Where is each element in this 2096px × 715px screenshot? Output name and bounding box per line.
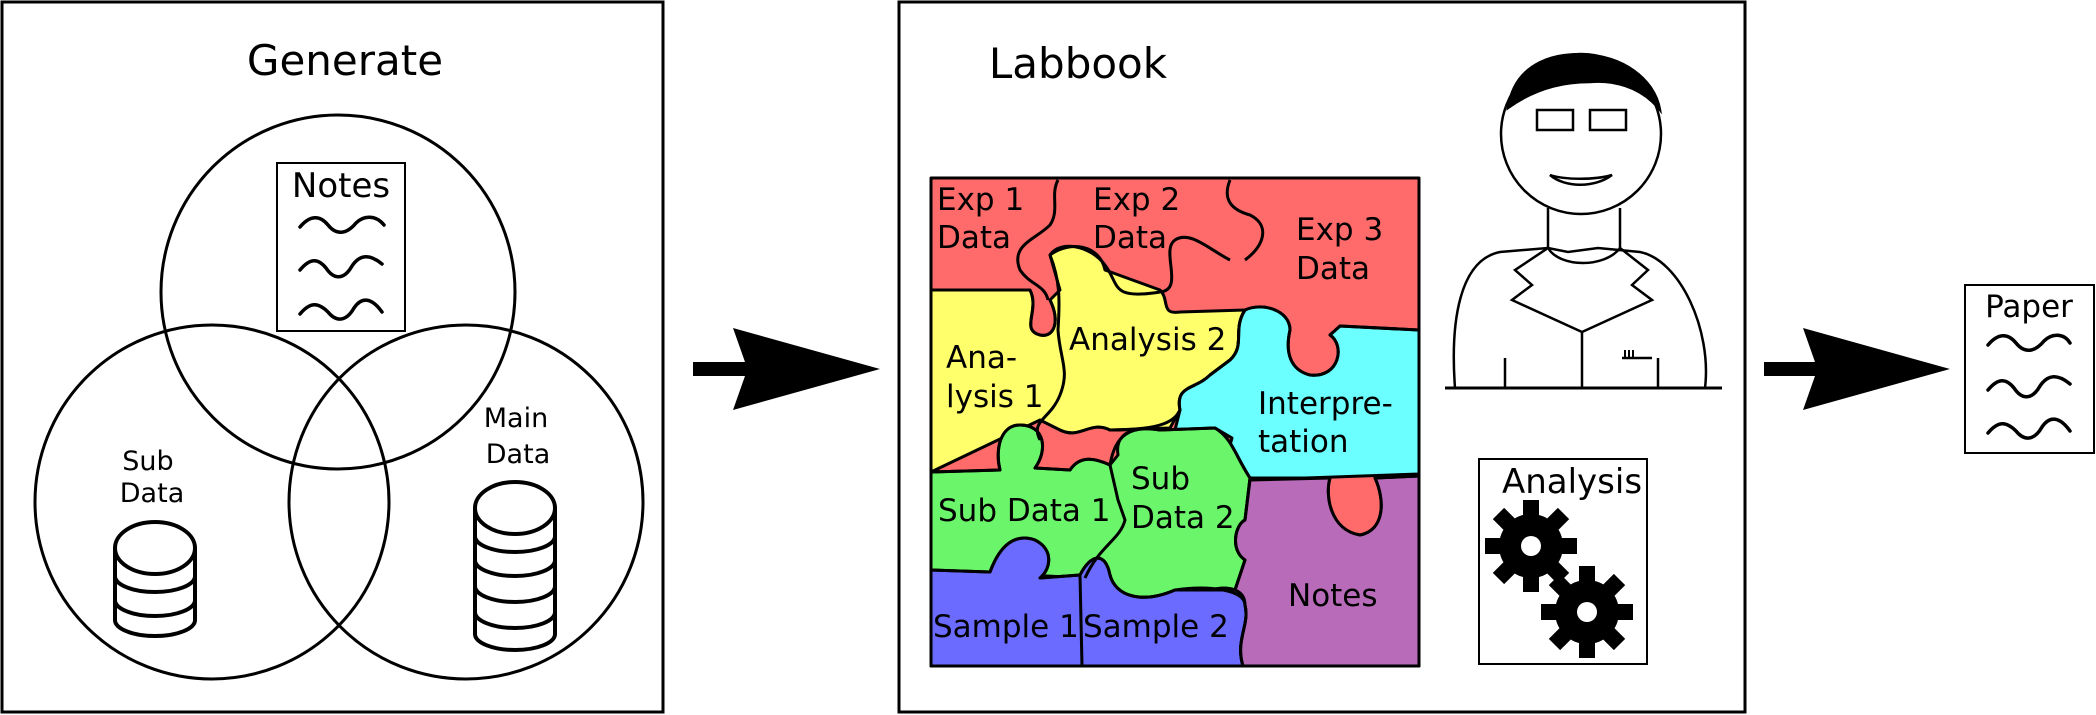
sample2-label: Sample 2 — [1083, 609, 1229, 645]
generate-panel: Generate Notes Sub Data Main Data — [0, 0, 665, 714]
exp3-label-line1: Exp 3 — [1296, 212, 1383, 248]
main-data-label-line1: Main — [484, 403, 548, 434]
analysis-doc-label: Analysis — [1502, 462, 1642, 502]
analysis1-label-line2: lysis 1 — [946, 379, 1043, 415]
exp2-label-line2: Data — [1093, 220, 1167, 256]
sample1-label: Sample 1 — [933, 609, 1079, 645]
database-icon — [113, 520, 197, 638]
interpretation-label-line2: tation — [1258, 424, 1349, 460]
venn-circle-sub-data — [33, 323, 391, 681]
exp2-label-line1: Exp 2 — [1093, 182, 1180, 218]
sub-data-label-line1: Sub — [122, 446, 173, 477]
subdata2-label-line1: Sub — [1131, 461, 1190, 497]
notes-scribble-icon — [298, 215, 386, 321]
generate-panel-border — [0, 0, 665, 714]
subdata1-label: Sub Data 1 — [938, 493, 1110, 529]
generate-title: Generate — [247, 36, 443, 85]
exp1-label-line2: Data — [937, 220, 1011, 256]
arrow-right-icon — [693, 328, 880, 410]
notes-document-border — [276, 162, 406, 332]
notes-piece-label: Notes — [1288, 578, 1378, 614]
gear-icon — [1485, 500, 1577, 592]
interpretation-label-line1: Interpre- — [1258, 386, 1393, 422]
analysis-document: Analysis — [1478, 458, 1648, 665]
puzzle-border — [929, 176, 1421, 668]
database-icon — [473, 480, 557, 652]
exp3-label-line2: Data — [1296, 251, 1370, 287]
sub-data-label-line2: Data — [120, 478, 184, 509]
notes-document: Notes — [276, 162, 406, 332]
puzzle — [929, 176, 1421, 668]
venn-diagram — [33, 113, 645, 681]
paper-scribble-icon — [1986, 333, 2072, 440]
paper-document: Paper — [1964, 284, 2095, 454]
analysis1-label-line1: Ana- — [946, 340, 1017, 376]
labbook-panel-border — [897, 0, 1747, 714]
paper-label: Paper — [1985, 289, 2073, 325]
venn-circle-notes — [159, 113, 517, 471]
scientist-icon — [1445, 52, 1722, 390]
venn-circle-main-data — [287, 323, 645, 681]
arrow-right-icon — [1764, 328, 1950, 410]
notes-label: Notes — [292, 166, 390, 206]
analysis2-label: Analysis 2 — [1069, 322, 1226, 358]
main-data-label-line2: Data — [486, 439, 550, 470]
subdata2-label-line2: Data 2 — [1131, 500, 1235, 536]
labbook-panel: Labbook — [897, 0, 1747, 714]
exp1-label-line1: Exp 1 — [937, 182, 1024, 218]
labbook-title: Labbook — [989, 39, 1168, 88]
gear-icon — [1541, 566, 1633, 658]
paper-document-border — [1964, 284, 2095, 454]
